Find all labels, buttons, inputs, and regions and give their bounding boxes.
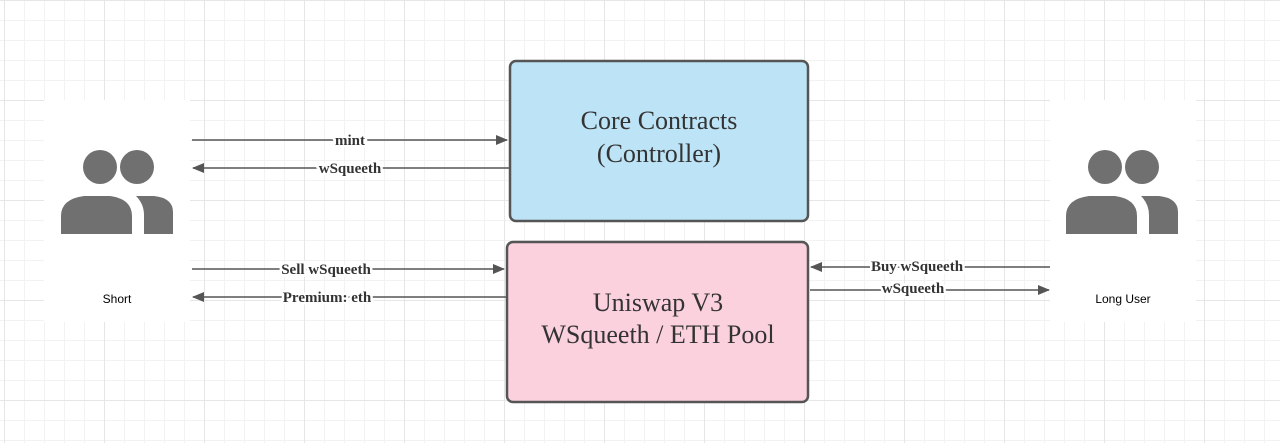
buy-wsqueeth-edge: Buy wSqueeth (810, 257, 1050, 278)
users-icon (61, 150, 173, 234)
premium-label: Premium: eth (283, 290, 372, 306)
uniswap-pool-title-line2: WSqueeth / ETH Pool (541, 320, 774, 349)
mint-edge: mint (192, 131, 508, 152)
core-contracts-node: Core Contracts (Controller) (508, 59, 810, 223)
uniswap-pool-box (505, 240, 810, 404)
users-icon (1066, 150, 1178, 234)
buy-wsqueeth-label: Buy wSqueeth (871, 259, 964, 275)
sell-wsqueeth-edge: Sell wSqueeth (192, 260, 505, 281)
core-contracts-title-line2: (Controller) (597, 139, 721, 168)
pool-wsqueeth-edge: wSqueeth (810, 279, 1050, 300)
uniswap-pool-node: Uniswap V3 WSqueeth / ETH Pool (505, 240, 810, 404)
controller-wsqueeth-edge: wSqueeth (192, 159, 509, 180)
uniswap-pool-title-line1: Uniswap V3 (593, 288, 723, 317)
short-label: Short (102, 292, 132, 306)
sell-wsqueeth-label: Sell wSqueeth (281, 262, 371, 278)
core-contracts-title-line1: Core Contracts (581, 106, 738, 135)
mint-label: mint (335, 133, 365, 149)
long-user-actor: Long User (1050, 100, 1196, 322)
controller-wsqueeth-label: wSqueeth (319, 161, 382, 177)
short-actor: Short (44, 100, 190, 322)
pool-wsqueeth-label: wSqueeth (882, 281, 945, 297)
premium-edge: Premium: eth (192, 288, 506, 309)
long-user-label: Long User (1095, 292, 1151, 306)
core-contracts-box (508, 59, 810, 223)
